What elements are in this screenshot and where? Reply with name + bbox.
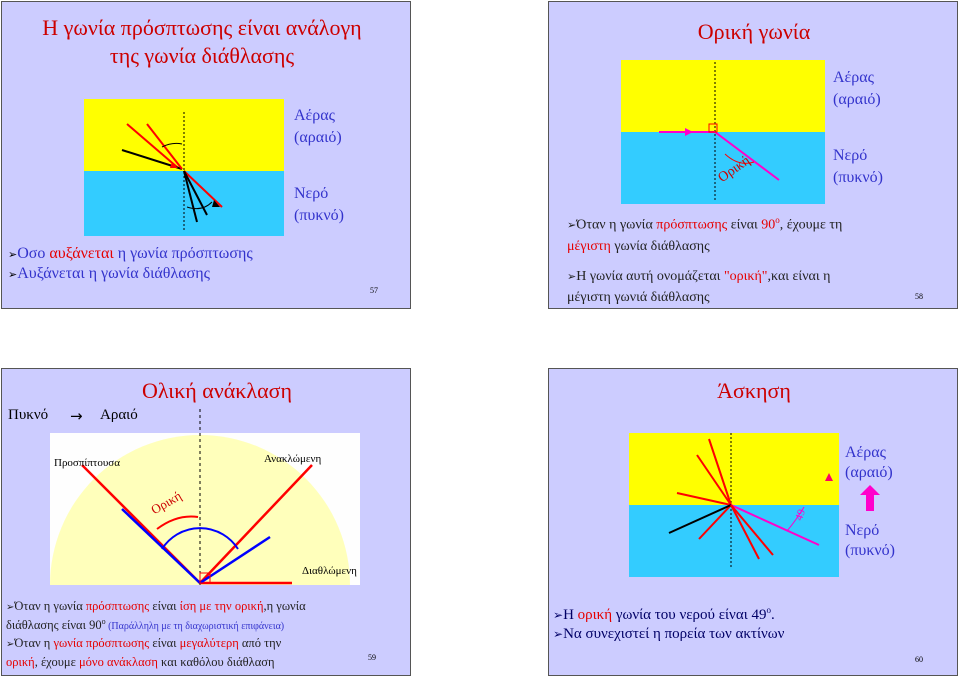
water-label: Νερό	[833, 147, 868, 164]
air-label: Αέρας	[833, 69, 874, 86]
air-sub-label: (αραιό)	[294, 129, 342, 146]
incident-label: Προσπίπτουσα	[54, 457, 120, 469]
bullet-2: ➢Αυξάνεται η γωνία διάθλασης	[8, 265, 210, 282]
air-label: Αέρας	[294, 107, 335, 124]
exercise-bullet-1: ➢Η ορική γωνία του νερού είναι 49ο.	[553, 605, 775, 623]
slide-title: Η γωνία πρόσπτωσης είναι ανάλογη της γων…	[42, 15, 362, 68]
refracted-label: Διαθλώμενη	[302, 565, 357, 577]
air-sub-label: (αραιό)	[833, 91, 881, 108]
total-reflection-diagram	[50, 409, 360, 585]
page-number: 57	[370, 286, 378, 295]
arrow-icon: →	[70, 407, 83, 425]
water-sub-label: (πυκνό)	[833, 169, 883, 186]
slide-title: Ορική γωνία	[697, 19, 811, 44]
slide-title: Ολική ανάκλαση	[142, 378, 292, 403]
exercise-diagram	[629, 433, 839, 577]
explanation-text: ➢Όταν η γωνία πρόσπτωσης είναι ίση με τη…	[6, 599, 306, 669]
air-label: Αέρας	[845, 444, 886, 461]
water-sub-label: (πυκνό)	[294, 207, 344, 224]
page-number: 58	[915, 292, 923, 301]
slide-58: Ορική γωνία Ορική Αέρας (αραιό) Νερό (πυ…	[548, 1, 958, 309]
water-label: Νερό	[294, 185, 329, 202]
dense-label: Πυκνό	[8, 407, 49, 423]
water-label: Νερό	[845, 522, 880, 539]
slide-title: Άσκηση	[717, 378, 791, 403]
refraction-diagram	[84, 99, 284, 236]
air-sub-label: (αραιό)	[845, 464, 893, 481]
pink-arrow-icon	[860, 485, 880, 513]
page-number: 60	[915, 655, 923, 664]
reflected-label: Ανακλώμενη	[264, 453, 322, 465]
water-sub-label: (πυκνό)	[845, 542, 895, 559]
slide-60: Άσκηση 49 Αέρας (αραιό) Νερό (πυκνό) ➢Η …	[548, 368, 958, 676]
slide-57: Η γωνία πρόσπτωσης είναι ανάλογη της γων…	[1, 1, 411, 309]
rare-label: Αραιό	[100, 407, 138, 423]
bullet-1: ➢Οσο αυξάνεται η γωνία πρόσπτωσης	[8, 245, 253, 262]
critical-angle-diagram	[621, 60, 825, 204]
bullet-1: ➢Όταν η γωνία πρόσπτωσης είναι 90ο, έχου…	[567, 215, 843, 254]
bullet-2: ➢Η γωνία αυτή ονομάζεται "ορική",και είν…	[567, 269, 831, 305]
slide-59: Ολική ανάκλαση Πυκνό → Αραιό Προσπίπτουσ…	[1, 368, 411, 676]
exercise-bullet-2: ➢Να συνεχιστεί η πορεία των ακτίνων	[553, 626, 785, 642]
page-number: 59	[368, 653, 376, 662]
